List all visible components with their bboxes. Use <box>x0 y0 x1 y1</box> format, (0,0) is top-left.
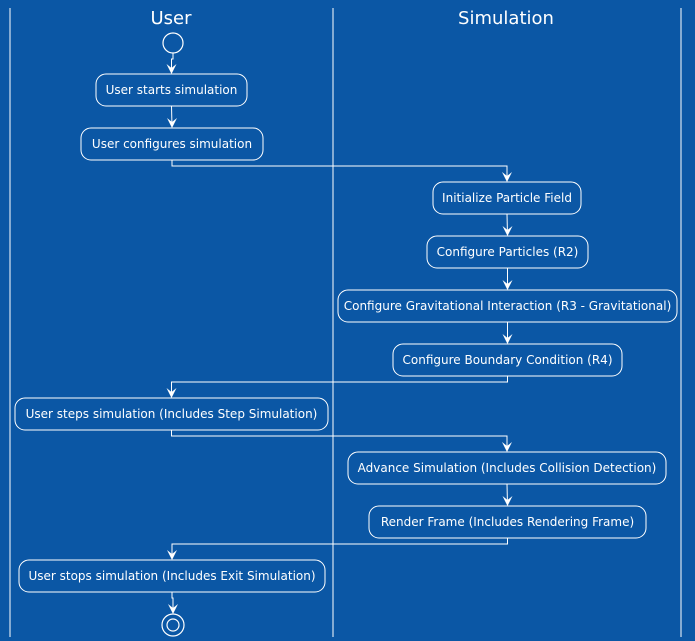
activity-node-n5: Configure Gravitational Interaction (R3 … <box>337 289 678 323</box>
flow-edge-n10-end <box>171 592 174 613</box>
flow-edge-start-n1 <box>171 53 174 73</box>
activity-box <box>337 289 678 323</box>
activity-label: Render Frame (Includes Rendering Frame) <box>381 515 634 529</box>
activity-box <box>18 559 326 593</box>
flow-arrowhead <box>502 280 513 290</box>
flow-arrowhead <box>167 118 177 128</box>
activity-label: Configure Gravitational Interaction (R3 … <box>344 299 672 313</box>
activity-box <box>432 181 582 215</box>
flow-arrowhead <box>168 604 178 614</box>
activity-node-n3: Initialize Particle Field <box>432 181 582 215</box>
activity-label: User configures simulation <box>92 137 252 151</box>
flow-arrowhead <box>502 496 513 506</box>
flow-edge-n6-n7 <box>171 376 508 397</box>
activity-node-n7: User steps simulation (Includes Step Sim… <box>14 397 329 431</box>
activity-label: Initialize Particle Field <box>442 191 572 205</box>
flow-arrowhead <box>502 172 512 182</box>
activity-node-n10: User stops simulation (Includes Exit Sim… <box>18 559 326 593</box>
activity-box <box>14 397 329 431</box>
activity-box <box>392 343 623 377</box>
activity-box <box>368 505 647 539</box>
activity-box <box>347 451 667 485</box>
activity-node-n2: User configures simulation <box>80 127 264 161</box>
flow-edge-n7-n8 <box>171 430 508 451</box>
activity-node-n4: Configure Particles (R2) <box>426 235 589 269</box>
activity-label: User steps simulation (Includes Step Sim… <box>26 407 318 421</box>
activity-node-n9: Render Frame (Includes Rendering Frame) <box>368 505 647 539</box>
flow-edge-n2-n3 <box>171 160 508 181</box>
swimlane-title-simulation: Simulation <box>458 8 554 29</box>
swimlanes-layer: User Simulation <box>9 8 682 637</box>
end-node-inner <box>166 618 180 632</box>
edges-layer <box>166 53 513 614</box>
activity-box <box>95 73 248 107</box>
activity-label: Configure Boundary Condition (R4) <box>403 353 613 367</box>
flow-arrowhead <box>502 442 512 452</box>
activity-box <box>426 235 589 269</box>
activity-node-n1: User starts simulation <box>95 73 248 107</box>
swimlane-title-user: User <box>150 8 192 29</box>
end-node <box>161 613 185 637</box>
activity-node-n8: Advance Simulation (Includes Collision D… <box>347 451 667 485</box>
activity-label: Advance Simulation (Includes Collision D… <box>358 461 657 475</box>
flow-edge-n9-n10 <box>171 538 508 559</box>
activity-label: Configure Particles (R2) <box>437 245 579 259</box>
start-node <box>162 32 184 54</box>
activity-label: User starts simulation <box>106 83 238 97</box>
activity-box <box>80 127 264 161</box>
flow-arrowhead <box>166 64 177 74</box>
flow-arrowhead <box>502 334 513 344</box>
activity-label: User stops simulation (Includes Exit Sim… <box>28 569 315 583</box>
flow-arrowhead <box>167 550 177 560</box>
activity-node-n6: Configure Boundary Condition (R4) <box>392 343 623 377</box>
flow-arrowhead <box>502 226 513 236</box>
flow-arrowhead <box>166 388 177 398</box>
